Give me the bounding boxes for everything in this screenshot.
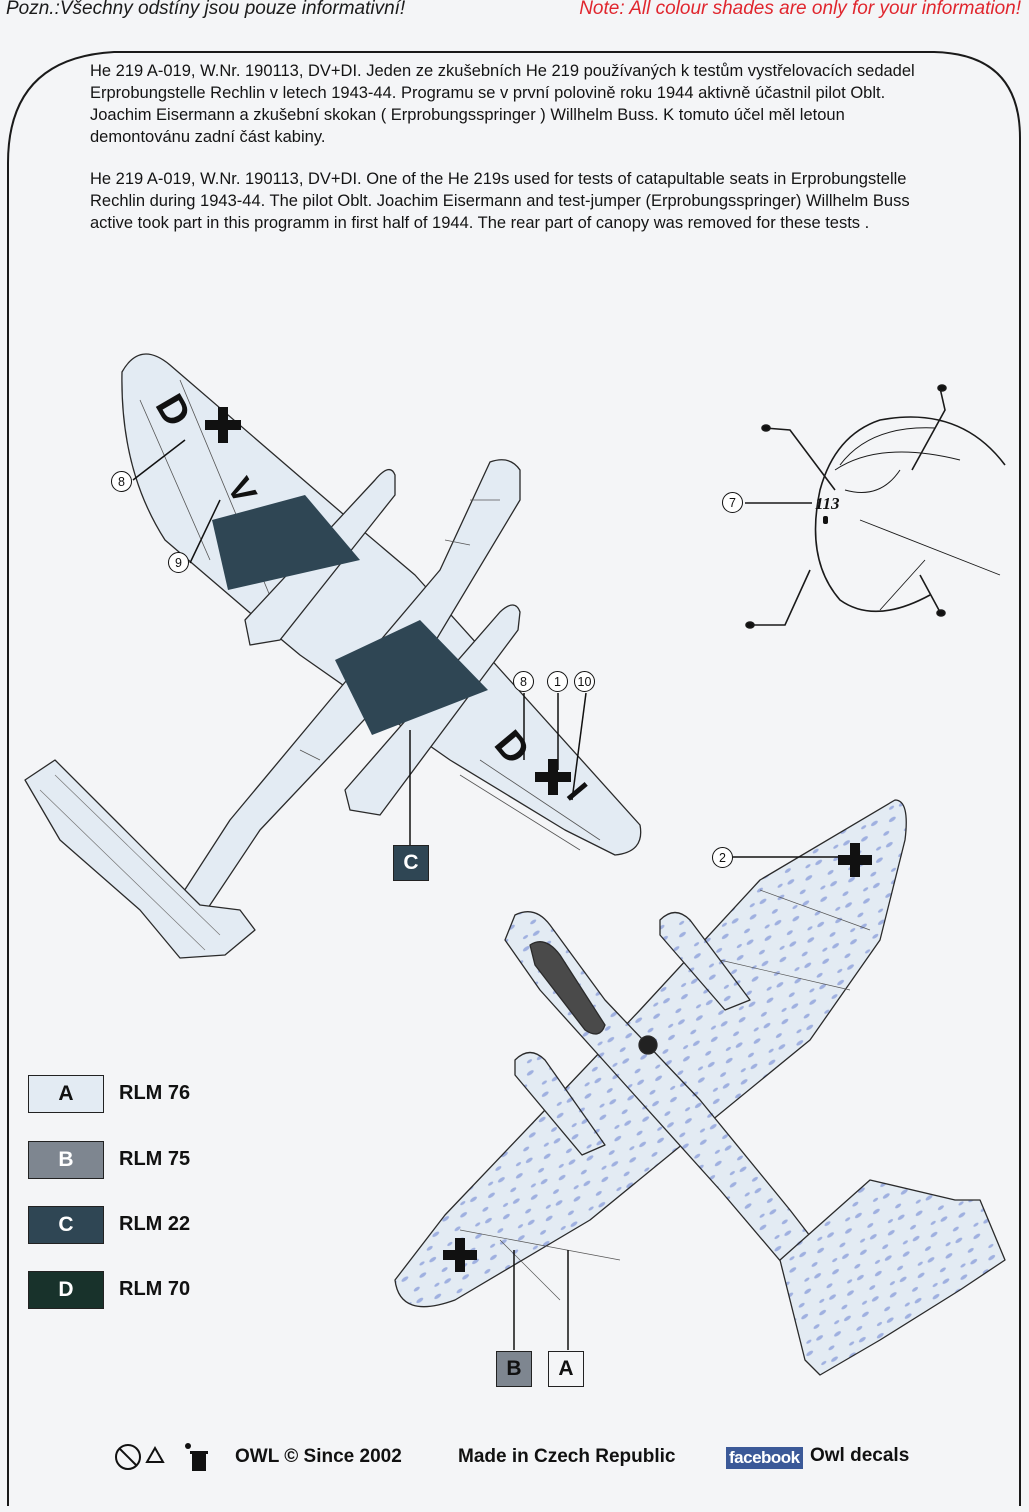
upper-balkenkreuz-left — [205, 407, 241, 443]
age-warning-icon — [115, 1444, 141, 1470]
lower-tailplane — [779, 1179, 1006, 1376]
description-english: He 219 A-019, W.Nr. 190113, DV+DI. One o… — [90, 170, 910, 232]
note-english: Note: All colour shades are only for you… — [579, 0, 1021, 19]
bin-icon — [185, 1443, 208, 1471]
callout-1: 1 — [547, 671, 568, 692]
callout-8-upper: 8 — [111, 471, 132, 492]
paint-tag-a: A — [548, 1351, 584, 1387]
upper-balkenkreuz-right — [535, 759, 571, 795]
recycle-icon — [145, 1445, 165, 1463]
callout-10: 10 — [574, 671, 595, 692]
lower-balkenkreuz-lower — [443, 1238, 477, 1272]
upper-view-aircraft — [24, 353, 642, 959]
lower-nacelle-lower — [514, 1051, 606, 1156]
legend-label-b: RLM 75 — [119, 1148, 191, 1170]
note-czech: Pozn.:Všechny odstíny jsou pouze informa… — [6, 0, 406, 19]
upper-tailplane — [24, 759, 256, 959]
safety-icons — [115, 1443, 208, 1471]
callout-7: 7 — [722, 492, 743, 513]
owl-decals-label: Owl decals — [810, 1445, 910, 1466]
legend-label-a: RLM 76 — [119, 1082, 191, 1104]
lower-balkenkreuz-upper — [838, 843, 872, 877]
legend-label-c: RLM 22 — [119, 1213, 191, 1235]
paint-tag-b: B — [496, 1351, 532, 1387]
footer: OWL © Since 2002 Made in Czech Republic … — [110, 1440, 950, 1476]
callout-8-lower: 8 — [513, 671, 534, 692]
nose-number: 113 — [815, 494, 840, 513]
legend-swatch-d: D — [28, 1271, 104, 1309]
owl-copyright: OWL © Since 2002 — [235, 1446, 402, 1467]
made-in: Made in Czech Republic — [458, 1446, 676, 1467]
upper-wing — [121, 353, 642, 856]
lower-view-aircraft — [394, 799, 1006, 1376]
lower-nacelle-upper — [659, 911, 751, 1011]
callout-9: 9 — [168, 552, 189, 573]
lower-cockpit-panel — [529, 941, 606, 1035]
legend-swatch-b: B — [28, 1141, 104, 1179]
upper-fuselage — [174, 459, 521, 926]
upper-wing-band — [212, 495, 360, 590]
nose-detail — [745, 384, 1006, 629]
page-frame — [7, 51, 1021, 1506]
callout-2: 2 — [712, 847, 733, 868]
legend-label-d: RLM 70 — [119, 1278, 191, 1300]
legend-swatch-c: C — [28, 1206, 104, 1244]
legend-swatch-a: A — [28, 1075, 104, 1113]
paint-tag-c: C — [393, 845, 429, 881]
description-czech: He 219 A-019, W.Nr. 190113, DV+DI. Jeden… — [90, 62, 915, 146]
facebook-logo[interactable]: facebook — [726, 1447, 803, 1469]
